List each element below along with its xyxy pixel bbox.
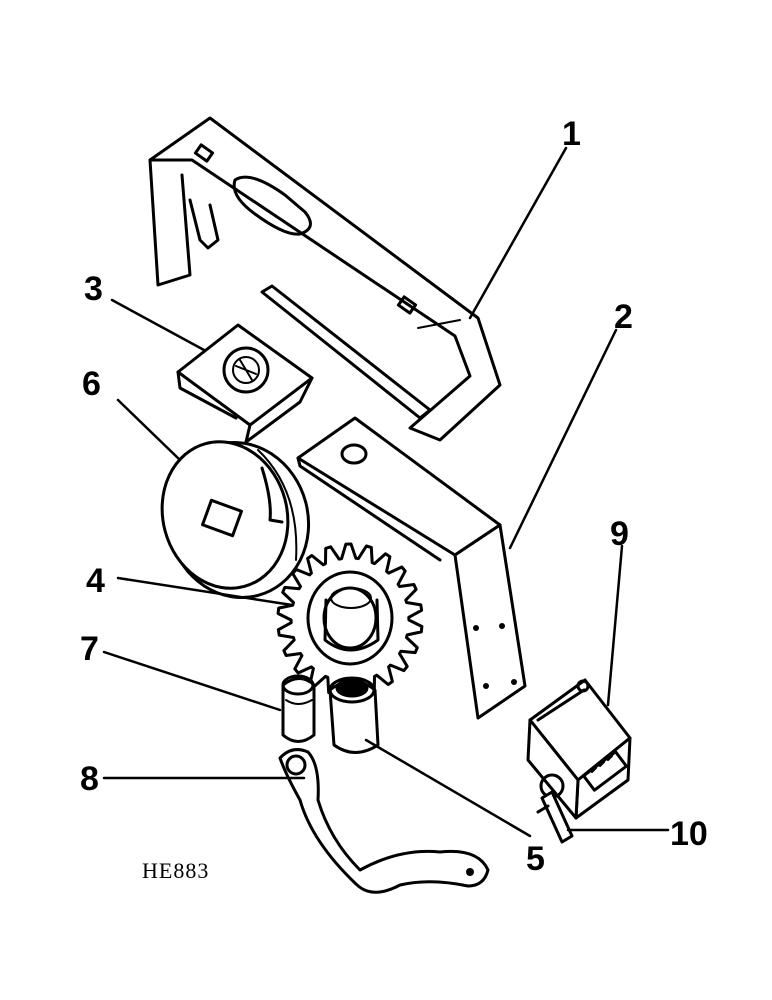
leader-1 bbox=[468, 146, 568, 320]
label-part-4: 4 bbox=[86, 562, 105, 600]
part-2-plate bbox=[296, 416, 527, 720]
part-3-clip bbox=[176, 323, 314, 444]
label-part-10: 10 bbox=[670, 815, 708, 853]
part-9-counter bbox=[526, 678, 632, 820]
label-part-2: 2 bbox=[614, 298, 633, 336]
figure-code: HE883 bbox=[142, 858, 209, 883]
label-part-8: 8 bbox=[80, 760, 99, 798]
leader-9 bbox=[606, 544, 624, 707]
leader-5 bbox=[364, 738, 532, 838]
leader-3 bbox=[110, 298, 206, 352]
part-4-sprocket bbox=[276, 542, 424, 698]
part-7-bushing bbox=[281, 674, 316, 743]
leader-2 bbox=[508, 328, 618, 550]
part-5-sleeve bbox=[328, 676, 380, 754]
label-part-7: 7 bbox=[80, 630, 99, 668]
leader-4 bbox=[116, 576, 294, 607]
part-10-shaft bbox=[536, 790, 574, 844]
label-part-3: 3 bbox=[84, 270, 103, 308]
leader-6 bbox=[116, 398, 182, 462]
leader-7 bbox=[102, 650, 282, 712]
part-1-bracket bbox=[148, 116, 502, 442]
label-part-5: 5 bbox=[526, 840, 545, 878]
label-part-1: 1 bbox=[562, 115, 581, 153]
label-part-6: 6 bbox=[82, 365, 101, 403]
label-part-9: 9 bbox=[610, 515, 629, 553]
part-6-pulley bbox=[160, 440, 311, 599]
part-8-strap bbox=[278, 748, 490, 894]
